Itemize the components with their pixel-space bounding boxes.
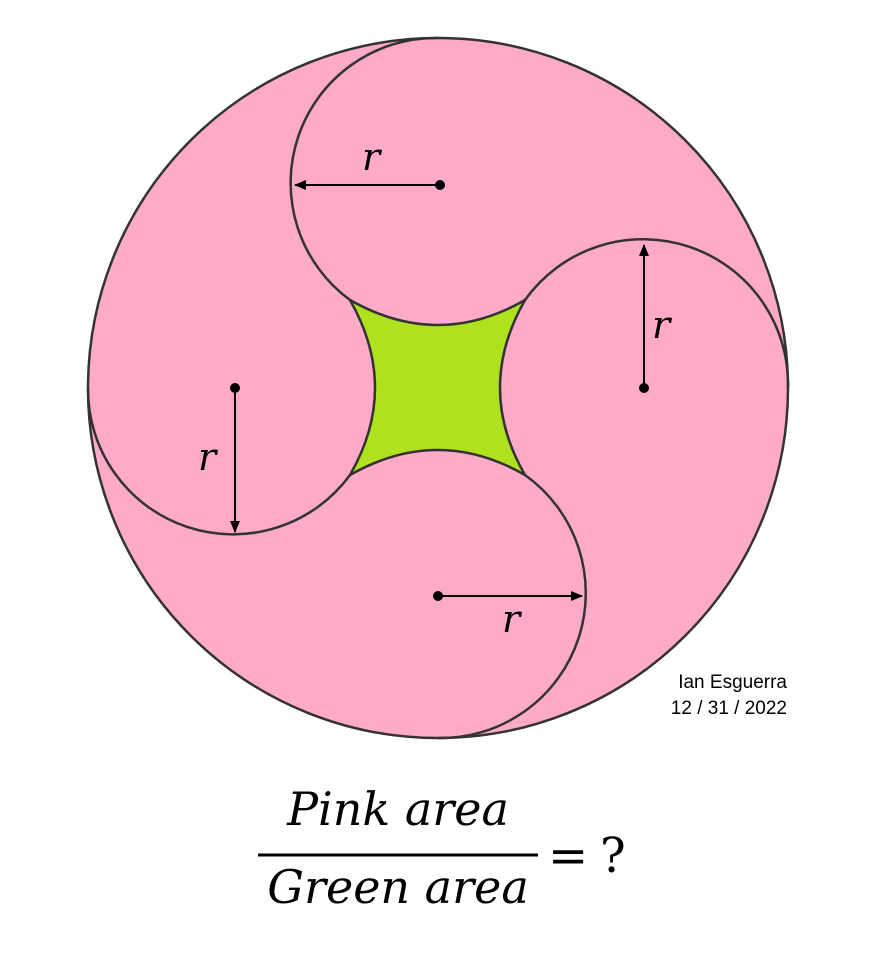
- radius-right: r: [639, 244, 673, 393]
- radius-label-left: r: [198, 435, 219, 479]
- equals-sign: =: [548, 828, 588, 884]
- date-text: 12 / 31 / 2022: [671, 698, 787, 719]
- radius-top: r: [294, 135, 445, 190]
- radius-label-top: r: [362, 135, 383, 179]
- pinwheel-diagram: r r r r Ian Esguerra 12 / 31 / 2022: [86, 36, 790, 740]
- radius-label-right: r: [652, 303, 673, 347]
- arc-right: [523, 237, 790, 389]
- green-region: [346, 296, 529, 479]
- radius-left: r: [198, 383, 240, 533]
- arc-left: [86, 387, 352, 536]
- radius-label-bottom: r: [502, 597, 523, 641]
- author-name: Ian Esguerra: [678, 672, 787, 693]
- arc-top: [289, 36, 439, 302]
- numerator: Pink area: [286, 782, 509, 836]
- question-mark: ?: [600, 828, 626, 884]
- arc-bottom: [437, 473, 588, 740]
- denominator: Green area: [267, 860, 529, 914]
- formula: Pink area Green area = ?: [258, 782, 626, 914]
- radius-bottom: r: [433, 591, 583, 641]
